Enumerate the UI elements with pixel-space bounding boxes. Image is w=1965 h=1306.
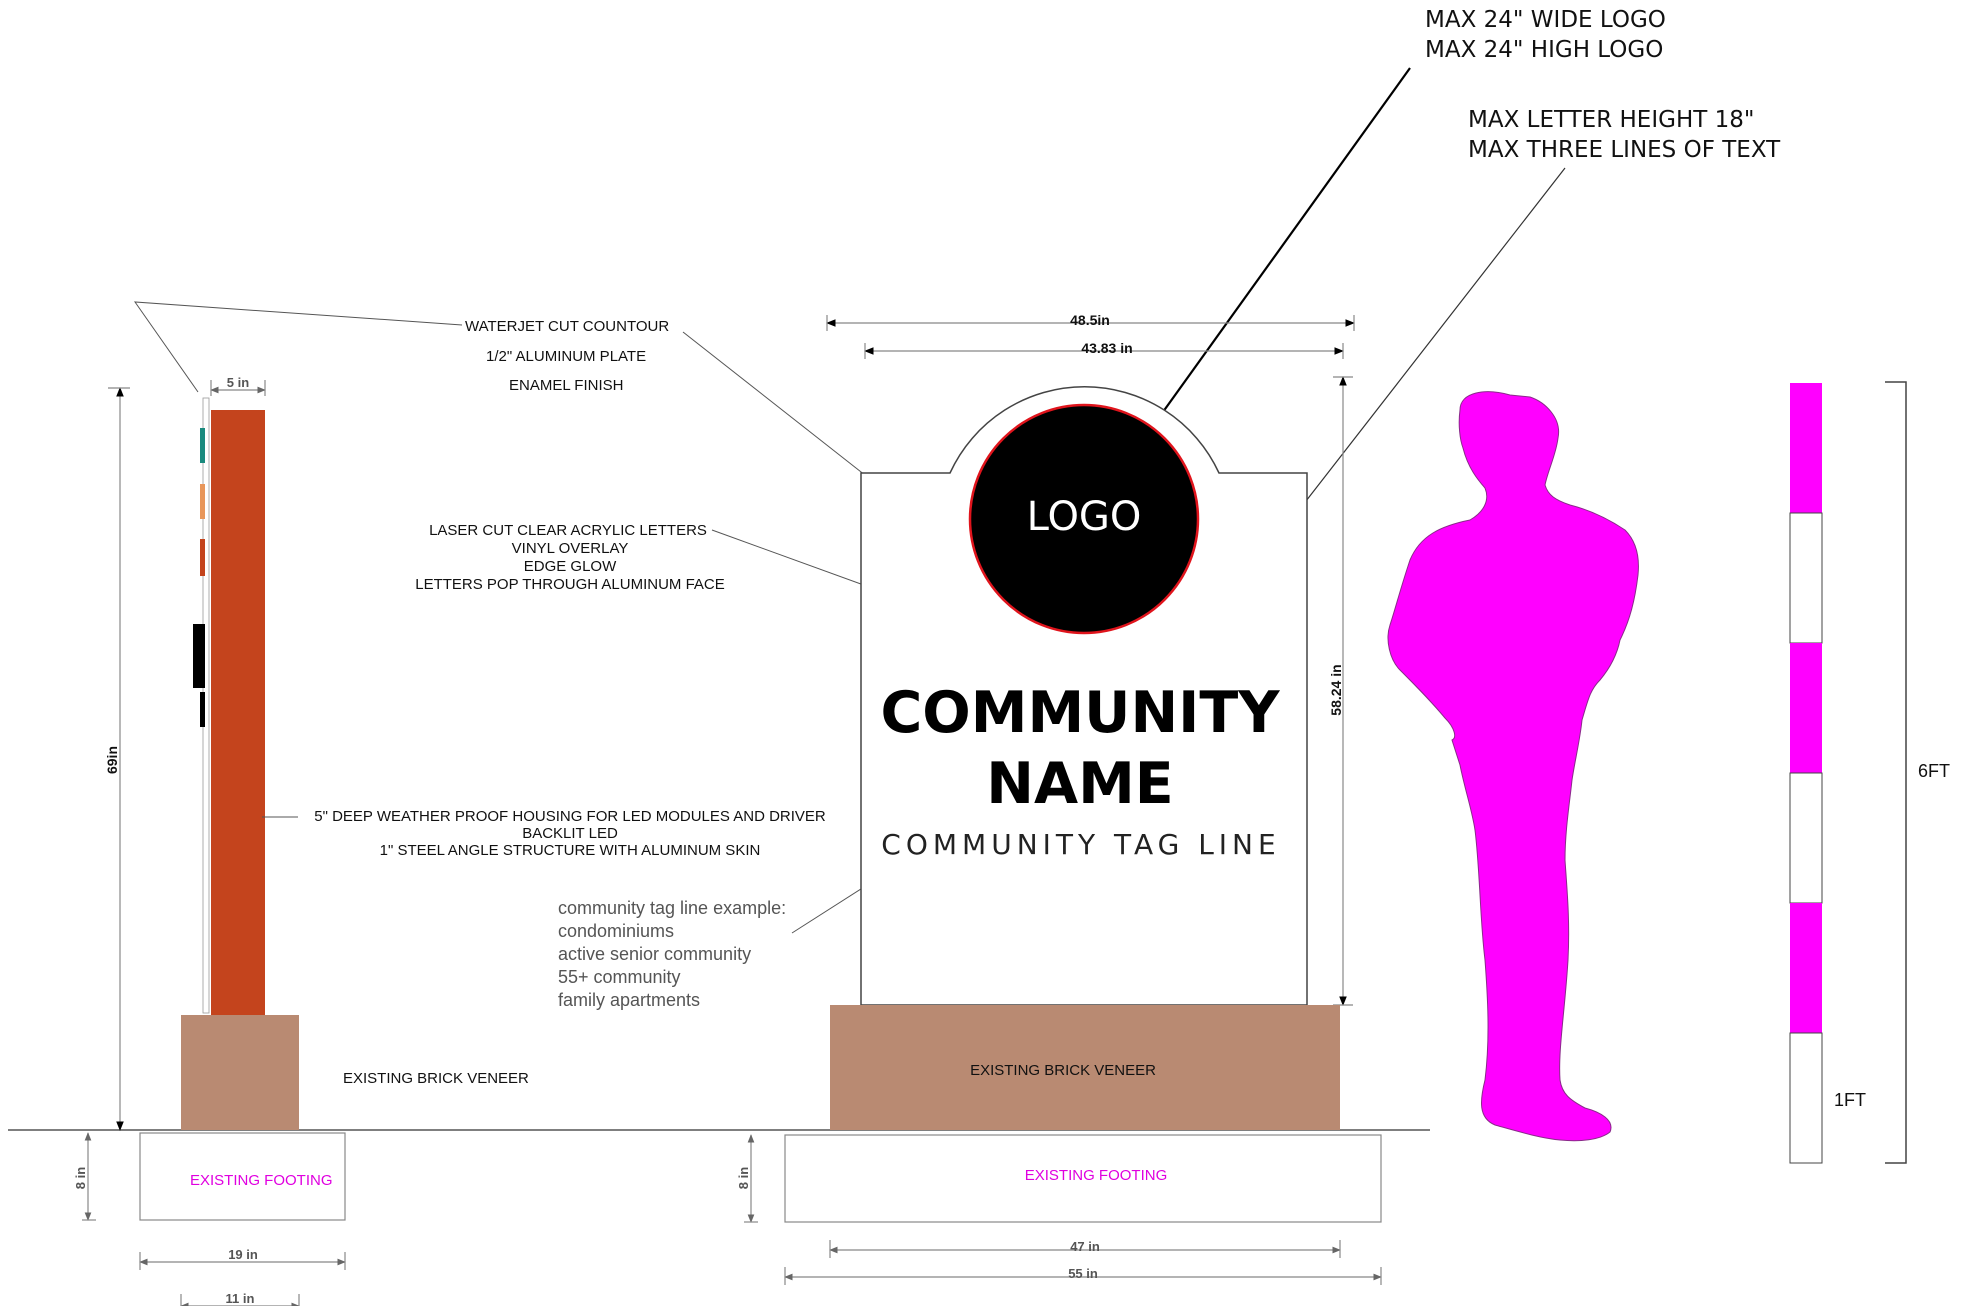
front-brick-label: EXISTING BRICK VENEER (970, 1062, 1156, 1079)
side-footing-depth-dim: 8 in (73, 1167, 88, 1189)
scale-unit-label: 1FT (1834, 1090, 1866, 1110)
letter-height-note: MAX LETTER HEIGHT 18" (1468, 107, 1754, 133)
pop-note: LETTERS POP THROUGH ALUMINUM FACE (415, 576, 725, 593)
backlit-note: BACKLIT LED (522, 825, 618, 842)
tagline-example-3: 55+ community (558, 967, 681, 987)
steel-note: 1" STEEL ANGLE STRUCTURE WITH ALUMINUM S… (380, 842, 761, 859)
led-housing (211, 410, 265, 1015)
logo-circle (968, 403, 1200, 635)
side-footing-width-dim: 19 in (228, 1247, 258, 1262)
logo-max-high-note: MAX 24" HIGH LOGO (1425, 37, 1663, 63)
scale-bracket (1885, 381, 1907, 1164)
side-height-dim: 69in (104, 746, 120, 774)
scale-segment-1 (1790, 383, 1822, 513)
housing-note: 5" DEEP WEATHER PROOF HOUSING FOR LED MO… (314, 808, 826, 825)
community-name-line1: COMMUNITY (880, 680, 1280, 746)
scale-segment-6 (1789, 1032, 1823, 1164)
side-brick-width-dim: 11 in (226, 1291, 255, 1306)
scale-segment-5 (1790, 903, 1822, 1033)
waterjet-note: WATERJET CUT COUNTOUR (465, 318, 669, 335)
edge-note: EDGE GLOW (524, 558, 617, 575)
tagline-example-heading: community tag line example: (558, 898, 786, 918)
waterjet-front-leader (682, 331, 885, 491)
logo-leader (1149, 67, 1411, 431)
front-footing-width-dim: 55 in (1068, 1266, 1098, 1281)
side-depth-dim: 5 in (227, 375, 249, 390)
letter-mark-black-large (193, 624, 205, 688)
community-tagline: COMMUNITY TAG LINE (881, 828, 1280, 861)
logo-max-wide-note: MAX 24" WIDE LOGO (1425, 7, 1666, 33)
front-footing (784, 1134, 1382, 1223)
scale-segment-2 (1789, 512, 1823, 644)
letter-mark-black-small (200, 692, 205, 727)
waterjet-leader (133, 301, 463, 393)
logo-label: LOGO (1027, 494, 1142, 540)
front-footing-label: EXISTING FOOTING (1025, 1167, 1168, 1184)
face-height-dim: 58.24 in (1328, 664, 1344, 715)
front-footing-depth-dim: 8 in (736, 1167, 751, 1189)
human-silhouette (1387, 391, 1639, 1142)
tagline-example-2: active senior community (558, 944, 751, 964)
tagline-example-4: family apartments (558, 990, 700, 1010)
face-width-dim: 43.83 in (1081, 340, 1132, 356)
front-brick-width-dim: 47 in (1070, 1239, 1100, 1254)
front-brick-veneer (830, 1005, 1340, 1130)
scale-segment-4 (1789, 772, 1823, 904)
overall-width-dim: 48.5in (1070, 312, 1110, 328)
laser-note: LASER CUT CLEAR ACRYLIC LETTERS (429, 522, 707, 539)
text-lines-note: MAX THREE LINES OF TEXT (1468, 137, 1781, 163)
letter-mark-orange (200, 484, 205, 519)
side-footing-label: EXISTING FOOTING (190, 1172, 333, 1189)
community-name-line2: NAME (986, 751, 1173, 817)
side-brick-label: EXISTING BRICK VENEER (343, 1070, 529, 1087)
letter-mark-teal (200, 428, 205, 463)
side-footing (139, 1132, 346, 1221)
side-brick-veneer (181, 1015, 299, 1130)
scale-total-label: 6FT (1918, 761, 1950, 781)
tagline-example-1: condominiums (558, 921, 674, 941)
finish-note: ENAMEL FINISH (509, 377, 623, 394)
vinyl-note: VINYL OVERLAY (512, 540, 629, 557)
letter-mark-red (200, 539, 205, 576)
scale-segment-3 (1790, 643, 1822, 773)
plate-note: 1/2" ALUMINUM PLATE (486, 348, 646, 365)
